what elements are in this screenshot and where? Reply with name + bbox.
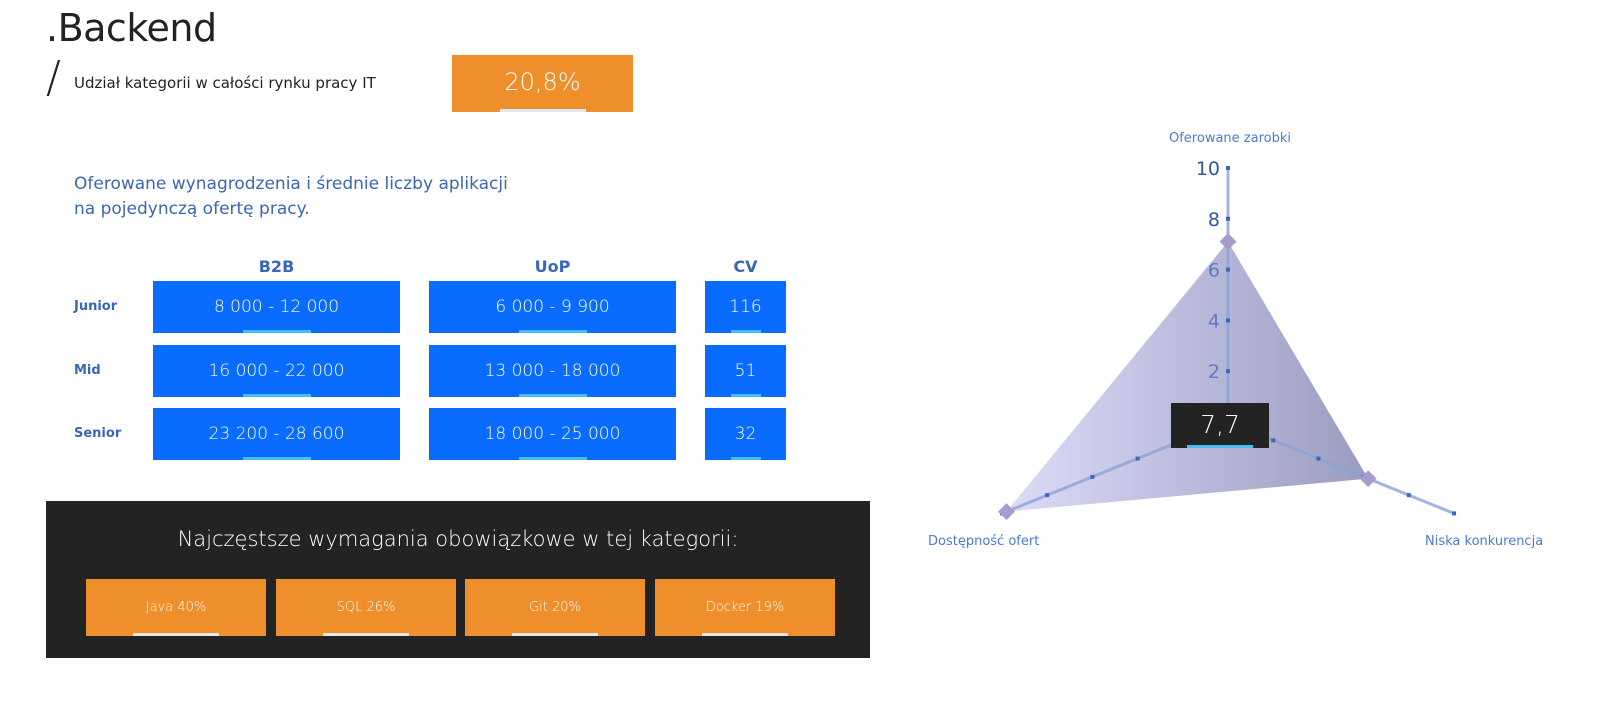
requirement-chip: Java 40% [86, 579, 266, 636]
cv-cell: 51 [705, 345, 786, 397]
underline [242, 394, 311, 397]
uop-cell: 18 000 - 25 000 [429, 408, 676, 460]
requirement-chip: SQL 26% [276, 579, 456, 636]
axis-label: Oferowane zarobki [1169, 131, 1291, 146]
axis-tick [1045, 493, 1050, 498]
requirements-panel: Najczęstsze wymagania obowiązkowe w tej … [46, 501, 870, 658]
tick-label: 10 [1196, 158, 1220, 180]
cell-value: 18 000 - 25 000 [484, 424, 621, 444]
share-value: 20,8% [504, 68, 581, 96]
axis-tick [1316, 456, 1321, 461]
underline [499, 109, 586, 112]
requirements-title: Najczęstsze wymagania obowiązkowe w tej … [177, 527, 739, 551]
underline [518, 394, 587, 397]
b2b-cell: 16 000 - 22 000 [153, 345, 400, 397]
subtitle-line: na pojedynczą ofertę pracy. [74, 199, 310, 219]
underline [1187, 445, 1253, 448]
cv-cell: 32 [705, 408, 786, 460]
axis-tick [1271, 438, 1276, 443]
score-box: 7,7 [1171, 403, 1269, 448]
underline [730, 330, 761, 333]
underline [702, 633, 788, 636]
tick-label: 6 [1208, 260, 1220, 282]
row-label: Senior [74, 426, 122, 441]
underline [518, 457, 587, 460]
cell-value: 116 [729, 297, 762, 317]
underline [730, 457, 761, 460]
underline [133, 633, 219, 636]
axis-tick [1226, 216, 1230, 221]
share-value-box: 20,8% [452, 55, 633, 112]
cell-value: 51 [734, 361, 757, 381]
axis-tick [1406, 493, 1411, 498]
b2b-cell: 8 000 - 12 000 [153, 281, 400, 333]
cell-value: 13 000 - 18 000 [484, 361, 621, 381]
b2b-cell: 23 200 - 28 600 [153, 408, 400, 460]
underline [323, 633, 409, 636]
axis-label: Niska konkurencja [1425, 534, 1544, 549]
share-label: Udział kategorii w całości rynku pracy I… [74, 74, 376, 92]
chip-label: SQL 26% [336, 600, 396, 615]
uop-cell: 6 000 - 9 900 [429, 281, 676, 333]
data-point [997, 503, 1015, 521]
radar-area [1006, 241, 1369, 512]
chip-label: Docker 19% [705, 600, 785, 615]
uop-cell: 13 000 - 18 000 [429, 345, 676, 397]
axis-tick [1090, 474, 1095, 479]
axis-tick [1226, 166, 1230, 170]
score-value: 7,7 [1200, 410, 1240, 439]
salaries-subtitle: Oferowane wynagrodzenia i średnie liczby… [74, 172, 594, 222]
slash-decoration: / [46, 52, 61, 103]
page-title: .Backend [46, 6, 217, 50]
requirement-chip: Docker 19% [655, 579, 835, 636]
tick-label: 2 [1208, 361, 1220, 383]
cell-value: 8 000 - 12 000 [213, 297, 340, 317]
row-label: Junior [74, 299, 118, 314]
cell-value: 6 000 - 9 900 [495, 297, 610, 317]
axis-tick [1226, 267, 1230, 272]
data-point [1219, 233, 1237, 251]
chip-label: Java 40% [145, 600, 207, 615]
subtitle-line: Oferowane wynagrodzenia i średnie liczby… [74, 174, 508, 194]
requirement-chip: Git 20% [465, 579, 645, 636]
axis-tick [1452, 511, 1457, 516]
underline [242, 457, 311, 460]
column-header-b2b: B2B [258, 257, 295, 276]
cell-value: 23 200 - 28 600 [208, 424, 345, 444]
underline [242, 330, 311, 333]
cell-value: 32 [734, 424, 757, 444]
axis-tick [1226, 318, 1230, 323]
tick-label: 8 [1208, 209, 1220, 231]
underline [730, 394, 761, 397]
column-header-cv: CV [733, 257, 758, 276]
axis-tick [1226, 369, 1230, 374]
underline [518, 330, 587, 333]
axis-label: Dostępność ofert [928, 534, 1040, 549]
axis-tick [1135, 456, 1140, 461]
column-header-uop: UoP [534, 257, 571, 276]
underline [512, 633, 598, 636]
chip-label: Git 20% [529, 600, 581, 615]
cv-cell: 116 [705, 281, 786, 333]
cell-value: 16 000 - 22 000 [208, 361, 345, 381]
row-label: Mid [74, 363, 101, 378]
tick-label: 4 [1208, 310, 1220, 332]
